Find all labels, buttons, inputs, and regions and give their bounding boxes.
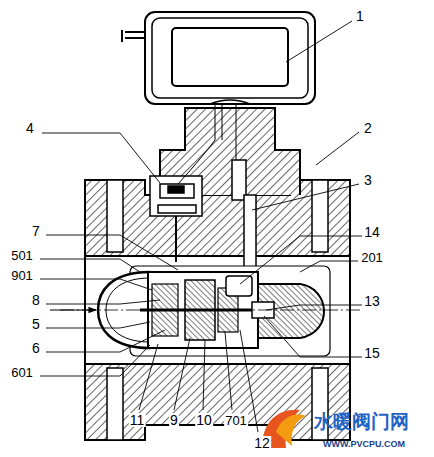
callout-number: 601 — [10, 366, 34, 379]
callout-number: 5 — [31, 317, 41, 331]
callout-number: 9 — [169, 413, 179, 427]
callout-number: 2 — [363, 121, 373, 135]
callout-number: 10 — [195, 413, 213, 427]
callout-number: 4 — [25, 121, 35, 135]
callout-number: 11 — [129, 413, 146, 427]
callout-number: 701 — [224, 414, 248, 427]
watermark-text: 水暖阀门网 — [313, 412, 410, 431]
callout-number: 8 — [31, 293, 41, 307]
callout-number: 6 — [31, 341, 41, 355]
callout-number: 201 — [360, 251, 384, 264]
callout-number: 3 — [363, 173, 373, 187]
callout-number: 1 — [355, 9, 365, 23]
callout-number: 12 — [253, 436, 271, 450]
leader-lines — [40, 21, 362, 432]
callout-number: 501 — [10, 249, 34, 262]
watermark-url: WWW.PVCPU.COM — [322, 440, 406, 449]
callout-number: 901 — [10, 269, 34, 282]
callout-number: 14 — [363, 225, 381, 239]
callout-number: 15 — [363, 346, 381, 360]
callout-number: 7 — [31, 224, 41, 238]
callout-number: 13 — [363, 294, 381, 308]
